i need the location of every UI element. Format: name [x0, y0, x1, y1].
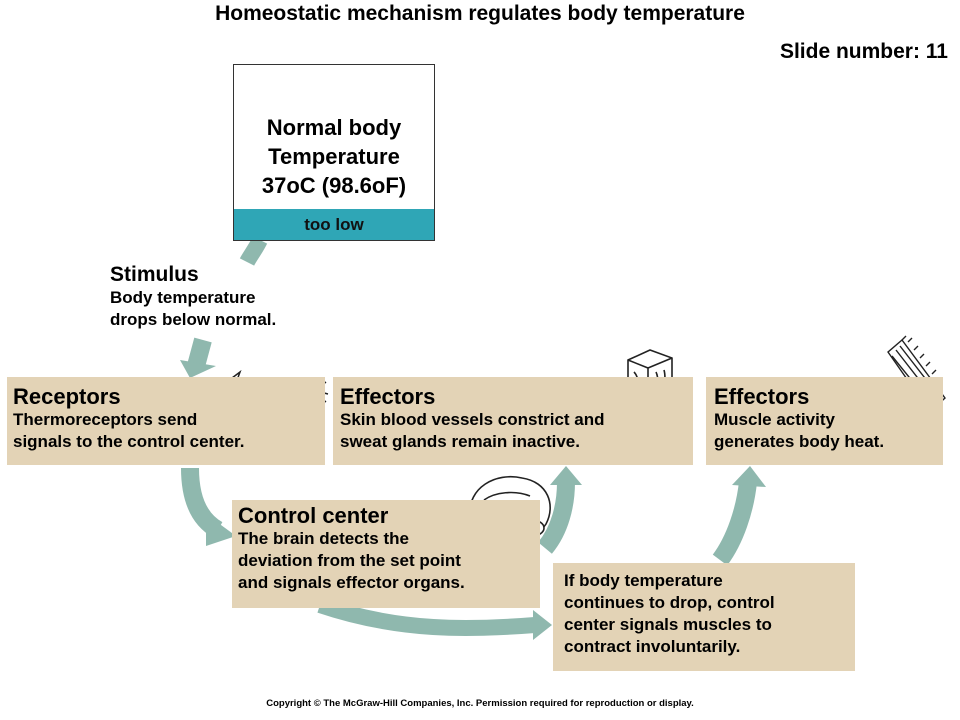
set-point-text: Normal body Temperature 37oC (98.6oF): [261, 115, 407, 198]
arrow-continue-to-muscle: [712, 480, 757, 566]
continue-box: If body temperature continues to drop, c…: [553, 563, 855, 671]
set-point-box: Normal body Temperature 37oC (98.6oF) to…: [233, 64, 435, 241]
stimulus-heading: Stimulus: [110, 263, 199, 286]
effectors-muscle-box: Effectors Muscle activity generates body…: [706, 377, 943, 465]
stimulus-label: Stimulus Body temperature drops below no…: [110, 262, 276, 331]
effectors-muscle-heading: Effectors: [714, 384, 810, 409]
receptors-box: Receptors Thermoreceptors send signals t…: [7, 377, 325, 465]
control-center-heading: Control center: [238, 503, 389, 528]
arrow-head-continue: [533, 610, 552, 640]
effectors-skin-body: Skin blood vessels constrict and sweat g…: [340, 410, 605, 451]
arrow-head-muscle: [732, 466, 766, 487]
stimulus-body: Body temperature drops below normal.: [110, 288, 277, 329]
receptors-body: Thermoreceptors send signals to the cont…: [13, 410, 245, 451]
control-center-body: The brain detects the deviation from the…: [238, 529, 465, 592]
control-center-box: Control center The brain detects the dev…: [232, 500, 540, 608]
arrow-head-control: [206, 514, 236, 546]
effectors-skin-heading: Effectors: [340, 384, 436, 409]
continue-body: If body temperature continues to drop, c…: [564, 571, 775, 656]
arrow-control-to-continue: [317, 597, 536, 637]
status-bar: too low: [234, 209, 434, 240]
arrow-head-skin: [550, 466, 582, 485]
slide-number: Slide number: 11: [779, 40, 948, 63]
page-title: Homeostatic mechanism regulates body tem…: [215, 2, 745, 25]
effectors-skin-box: Effectors Skin blood vessels constrict a…: [333, 377, 693, 465]
receptors-heading: Receptors: [13, 384, 121, 409]
copyright-notice: Copyright © The McGraw-Hill Companies, I…: [266, 698, 694, 709]
effectors-muscle-body: Muscle activity generates body heat.: [714, 410, 885, 451]
arrow-stimulus-to-receptors: [187, 337, 212, 369]
arrow-set-point-to-stimulus: [239, 236, 268, 266]
arrow-control-to-skin: [537, 481, 575, 554]
arrow-head-receptors: [180, 360, 216, 378]
